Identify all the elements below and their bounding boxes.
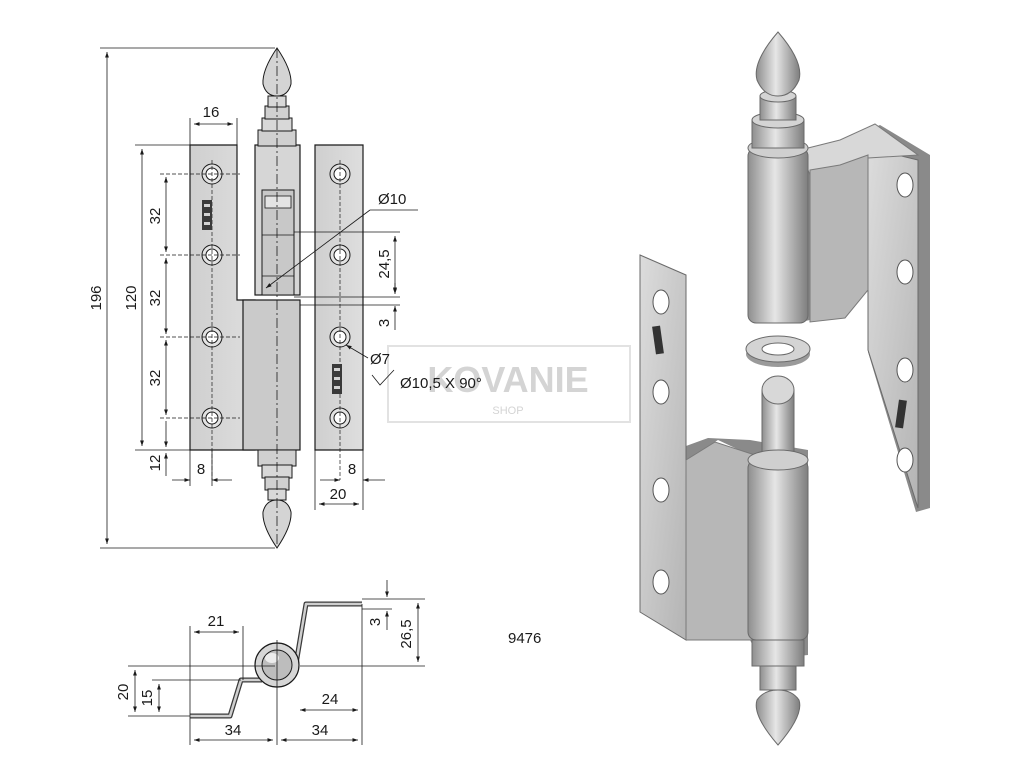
dim-hole-offset-left: 8 bbox=[197, 461, 205, 478]
dim-pin-diameter: Ø10 bbox=[378, 191, 406, 208]
dim-sec-3: 3 bbox=[367, 618, 384, 626]
section-profile bbox=[190, 677, 262, 719]
dim-pitch-3: 32 bbox=[147, 370, 164, 387]
dim-sec-34-left: 34 bbox=[225, 722, 242, 739]
svg-text:KOVANIE: KOVANIE bbox=[427, 359, 588, 400]
right-leaf-plate bbox=[314, 144, 364, 451]
dim-sec-34-right: 34 bbox=[312, 722, 329, 739]
dim-pitch-1: 32 bbox=[147, 208, 164, 225]
part-number: 9476 bbox=[508, 630, 541, 647]
front-view: 196 120 32 32 32 12 16 8 8 20 Ø10 24,5 3… bbox=[88, 47, 482, 549]
top-finial bbox=[257, 47, 297, 147]
maker-logo bbox=[202, 200, 342, 394]
dim-pitch-2: 32 bbox=[147, 290, 164, 307]
dim-sec-20: 20 bbox=[115, 684, 132, 701]
dim-hole-diameter: Ø7 bbox=[370, 351, 390, 368]
lower-hinge-half bbox=[639, 254, 809, 746]
watermark: KOVANIE SHOP bbox=[387, 345, 631, 423]
dim-washer: 3 bbox=[376, 319, 393, 327]
dim-leaf-width-right: 20 bbox=[330, 486, 347, 503]
dim-hole-offset-right: 8 bbox=[348, 461, 356, 478]
dim-bottom-offset: 12 bbox=[147, 455, 164, 472]
dim-overall-height: 196 bbox=[88, 285, 105, 310]
dim-sec-15: 15 bbox=[139, 690, 156, 707]
upper-hinge-half bbox=[747, 31, 930, 512]
dim-hole-span: 120 bbox=[123, 285, 140, 310]
washer bbox=[745, 335, 811, 367]
dim-sec-24: 24 bbox=[322, 691, 339, 708]
hinge-3d-render bbox=[639, 31, 930, 746]
dim-sec-21: 21 bbox=[208, 613, 225, 630]
lower-barrel bbox=[242, 299, 301, 451]
svg-text:SHOP: SHOP bbox=[492, 405, 523, 417]
dim-countersink: Ø10,5 X 90° bbox=[400, 375, 482, 392]
dim-sec-26-5: 26,5 bbox=[398, 619, 415, 648]
dim-leaf-width-top: 16 bbox=[203, 104, 220, 121]
section-view: 21 24 34 34 20 15 26,5 3 bbox=[115, 580, 425, 745]
dim-pin-length: 24,5 bbox=[376, 249, 393, 278]
